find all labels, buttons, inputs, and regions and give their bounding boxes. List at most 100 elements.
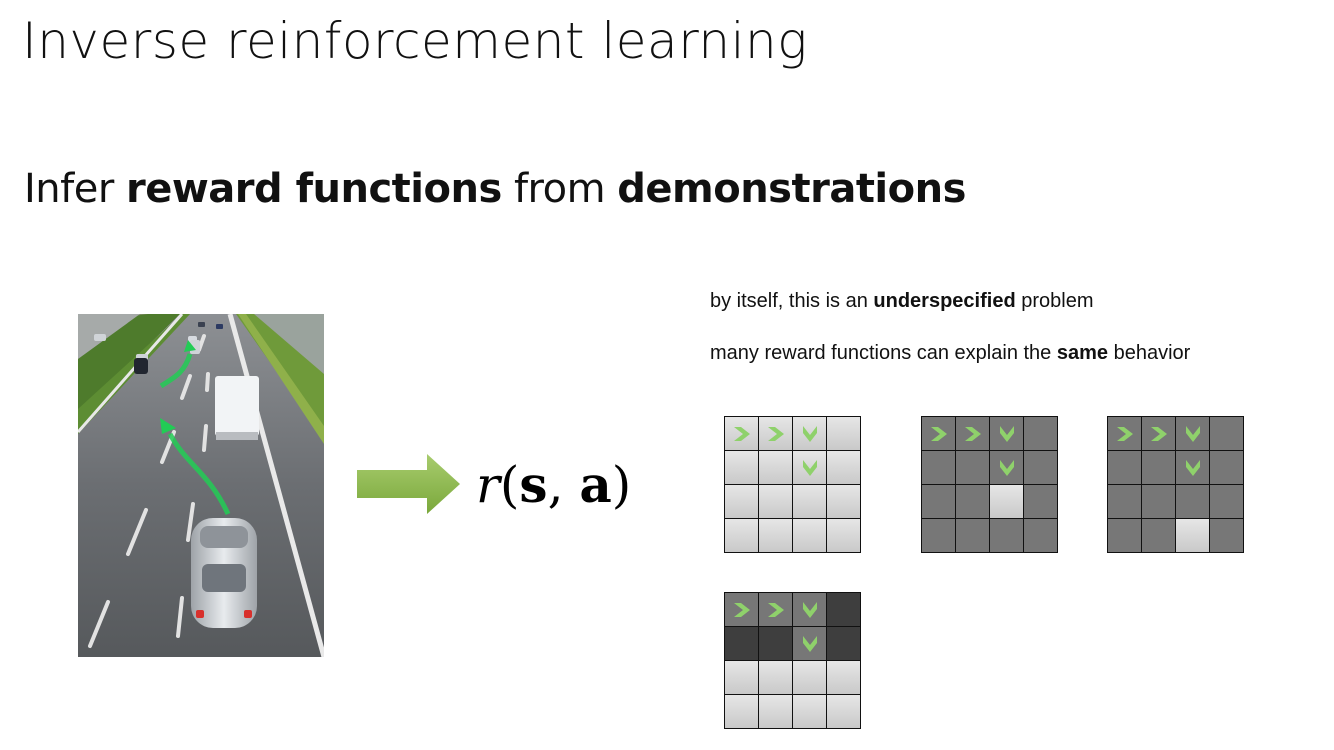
note-2-end: behavior — [1108, 342, 1191, 364]
formula-state: s — [519, 455, 548, 514]
note-2-bold: same — [1056, 342, 1109, 364]
chevron-down-icon — [802, 425, 817, 442]
grid-cell — [1176, 417, 1209, 450]
grid-cell — [1210, 417, 1243, 450]
gridworld-reward-3 — [1107, 416, 1244, 553]
grid-cell — [1108, 519, 1141, 552]
subtitle-bold-reward-functions: reward functions — [126, 166, 502, 212]
highway-driving-photo — [76, 313, 327, 662]
grid-cell — [827, 695, 860, 728]
grid-cell — [827, 485, 860, 518]
chevron-right-icon — [964, 426, 981, 441]
grid-cell — [1108, 417, 1141, 450]
grid-cell — [759, 485, 792, 518]
chevron-right-icon — [733, 602, 750, 617]
note-same-behavior: many reward functions can explain the sa… — [710, 342, 1190, 365]
formula-close-paren: ) — [611, 456, 632, 514]
grid-cell — [827, 593, 860, 626]
grid-cell — [793, 661, 826, 694]
grid-cell — [922, 485, 955, 518]
chevron-down-icon — [1185, 425, 1200, 442]
grid-cell — [793, 451, 826, 484]
grid-cell — [1142, 519, 1175, 552]
grid-cell — [759, 661, 792, 694]
grid-cell — [827, 519, 860, 552]
grid-cell — [956, 451, 989, 484]
grid-cell — [759, 417, 792, 450]
grid-cell — [725, 627, 758, 660]
note-underspecified: by itself, this is an underspecified pro… — [710, 290, 1093, 313]
grid-cell — [1210, 519, 1243, 552]
grid-cell — [1176, 485, 1209, 518]
grid-cell — [1024, 485, 1057, 518]
grid-cell — [725, 519, 758, 552]
chevron-down-icon — [802, 601, 817, 618]
grid-cell — [827, 417, 860, 450]
grid-cell — [793, 485, 826, 518]
grid-cell — [990, 485, 1023, 518]
grid-cell — [1024, 417, 1057, 450]
right-arrow-icon — [357, 454, 460, 519]
grid-cell — [793, 695, 826, 728]
grid-cell — [1024, 451, 1057, 484]
grid-cell — [725, 451, 758, 484]
note-1-end: problem — [1015, 290, 1094, 312]
grid-cell — [1024, 519, 1057, 552]
note-1-bold: underspecified — [873, 290, 1016, 312]
grid-cell — [759, 627, 792, 660]
grid-cell — [1142, 451, 1175, 484]
grid-cell — [759, 695, 792, 728]
grid-cell — [759, 519, 792, 552]
grid-cell — [990, 519, 1023, 552]
grid-cell — [1108, 451, 1141, 484]
chevron-down-icon — [802, 635, 817, 652]
subtitle-text-1: Infer — [24, 166, 126, 212]
grid-cell — [827, 627, 860, 660]
chevron-right-icon — [767, 602, 784, 617]
grid-cell — [827, 451, 860, 484]
grid-cell — [922, 451, 955, 484]
subtitle-bold-demonstrations: demonstrations — [617, 166, 966, 212]
grid-cell — [1210, 485, 1243, 518]
grid-cell — [990, 451, 1023, 484]
grid-cell — [759, 593, 792, 626]
grid-cell — [922, 519, 955, 552]
gridworld-reward-2 — [921, 416, 1058, 553]
grid-cell — [759, 451, 792, 484]
chevron-down-icon — [999, 425, 1014, 442]
chevron-right-icon — [1116, 426, 1133, 441]
note-2-text: many reward functions can explain the — [710, 342, 1057, 364]
grid-cell — [793, 627, 826, 660]
gridworld-reward-4 — [724, 592, 861, 729]
slide-title: Inverse reinforcement learning — [22, 12, 808, 70]
grid-cell — [956, 485, 989, 518]
grid-cell — [956, 519, 989, 552]
reward-function-formula: r(s, a) — [476, 455, 631, 514]
chevron-down-icon — [802, 459, 817, 476]
grid-cell — [725, 661, 758, 694]
formula-action: a — [579, 455, 612, 514]
chevron-down-icon — [1185, 459, 1200, 476]
grid-cell — [1142, 417, 1175, 450]
grid-cell — [1108, 485, 1141, 518]
formula-open-paren: ( — [499, 456, 520, 514]
formula-comma: , — [547, 456, 580, 514]
grid-cell — [922, 417, 955, 450]
grid-cell — [793, 519, 826, 552]
grid-cell — [793, 417, 826, 450]
grid-cell — [1176, 451, 1209, 484]
grid-cell — [990, 417, 1023, 450]
grid-cell — [1142, 485, 1175, 518]
chevron-down-icon — [999, 459, 1014, 476]
grid-cell — [725, 695, 758, 728]
grid-cell — [1176, 519, 1209, 552]
chevron-right-icon — [930, 426, 947, 441]
grid-cell — [793, 593, 826, 626]
gridworld-reward-1 — [724, 416, 861, 553]
grid-cell — [725, 593, 758, 626]
grid-cell — [725, 485, 758, 518]
formula-r: r — [476, 456, 500, 514]
slide-subtitle: Infer reward functions from demonstratio… — [24, 166, 966, 212]
chevron-right-icon — [733, 426, 750, 441]
grid-cell — [827, 661, 860, 694]
